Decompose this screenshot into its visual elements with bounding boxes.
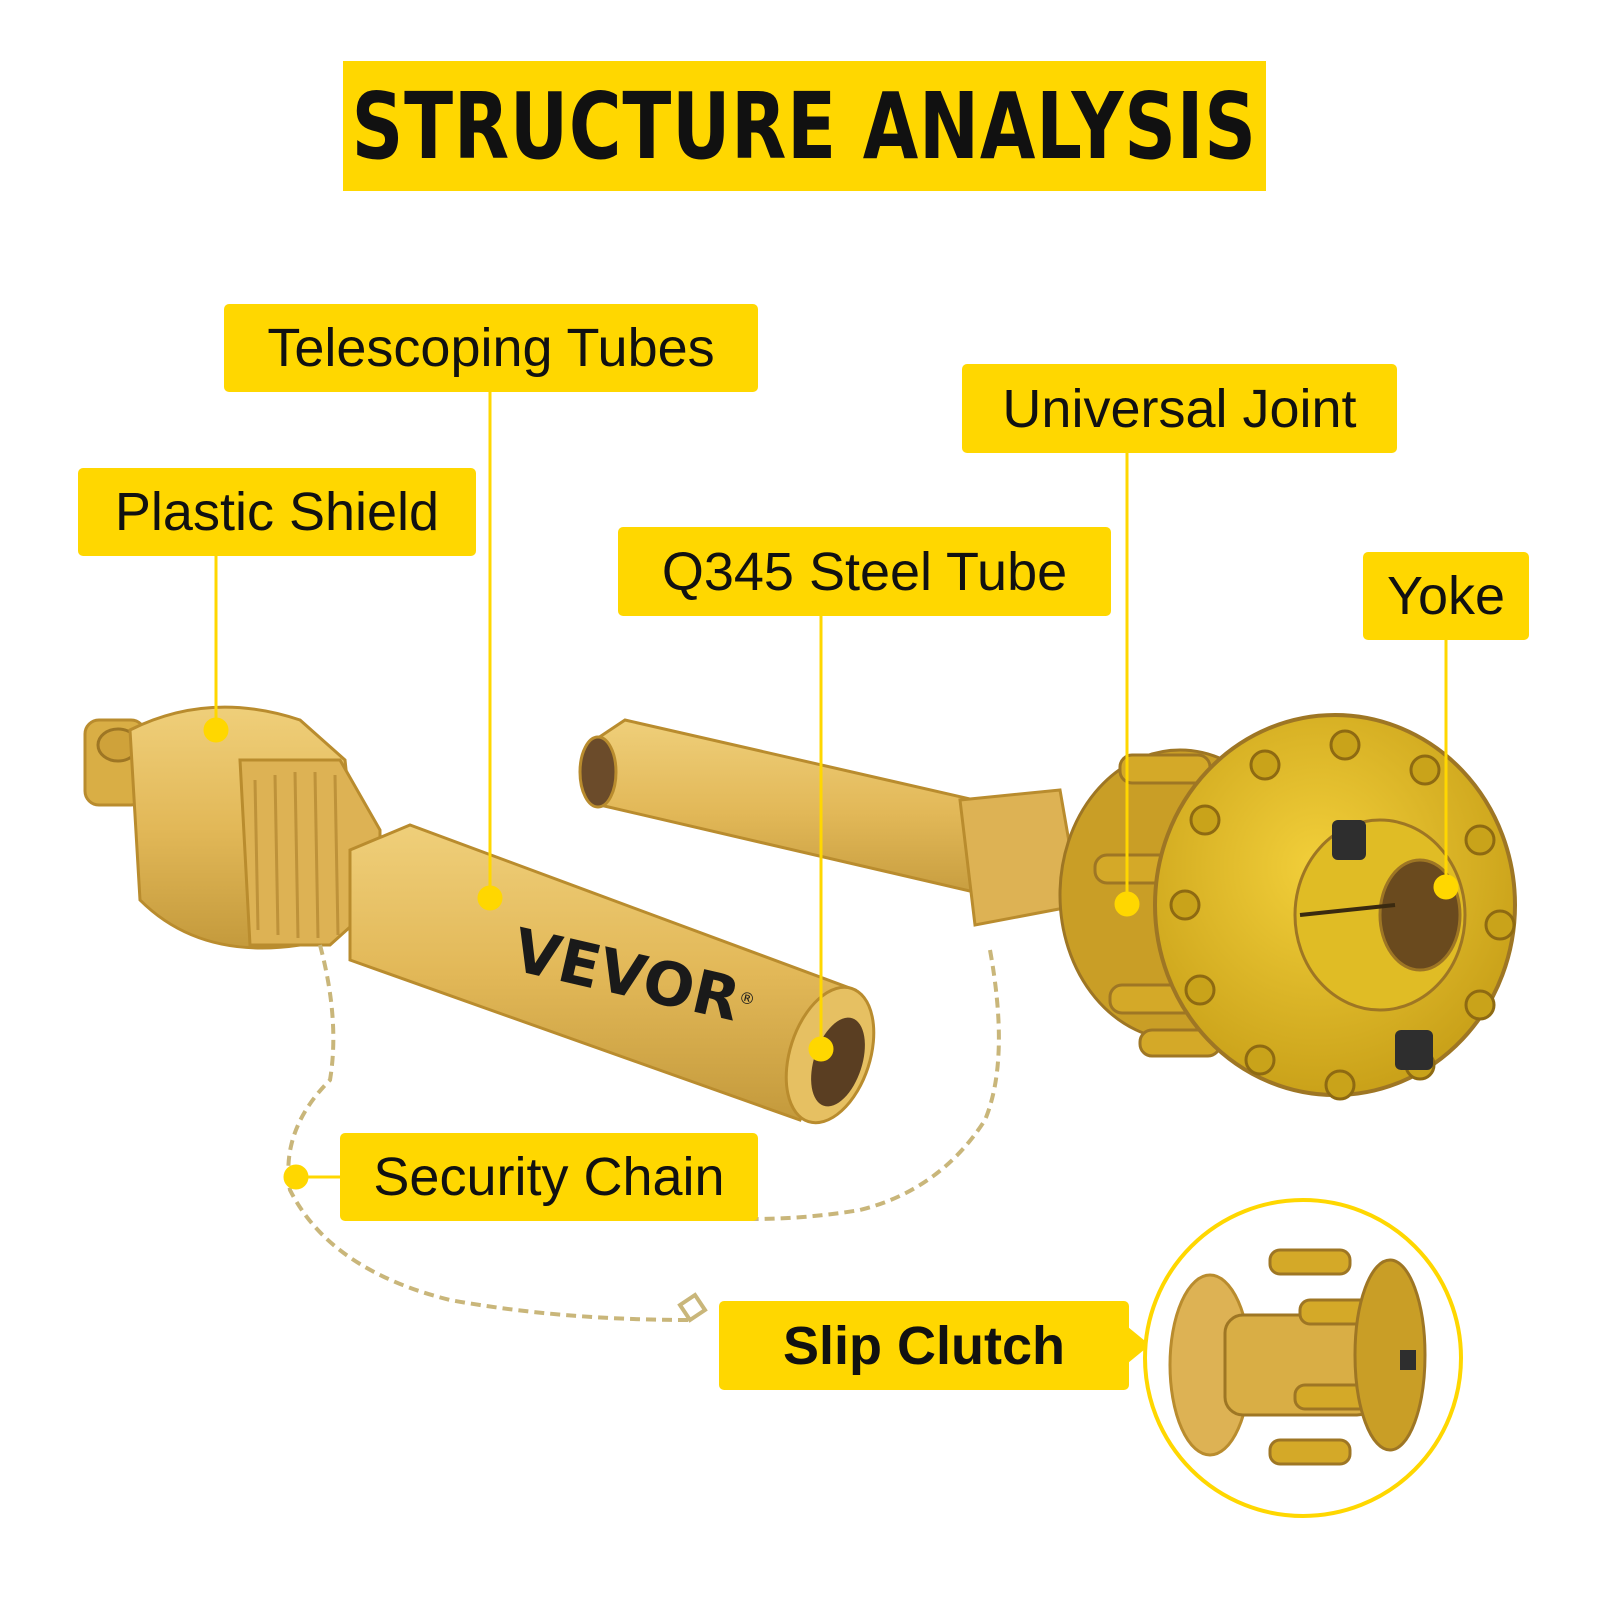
page-title: STRUCTURE ANALYSIS: [351, 72, 1258, 180]
label-universal-joint: Universal Joint: [962, 364, 1397, 453]
slip-clutch-inset: [1143, 1198, 1463, 1518]
label-telescoping-tubes: Telescoping Tubes: [224, 304, 758, 392]
brand-registered-mark: ®: [737, 987, 757, 1009]
leader-lines: [203, 392, 1459, 1190]
security-chain-art: [286, 944, 1001, 1323]
label-yoke: Yoke: [1363, 552, 1529, 640]
slip-clutch-pointer: [1128, 1327, 1150, 1363]
title-banner: STRUCTURE ANALYSIS: [343, 61, 1266, 191]
label-steel-tube: Q345 Steel Tube: [618, 527, 1111, 616]
label-slip-clutch: Slip Clutch: [719, 1301, 1129, 1390]
label-plastic-shield: Plastic Shield: [78, 468, 476, 556]
label-security-chain: Security Chain: [340, 1133, 758, 1221]
right-shaft-half: [578, 713, 1517, 1101]
